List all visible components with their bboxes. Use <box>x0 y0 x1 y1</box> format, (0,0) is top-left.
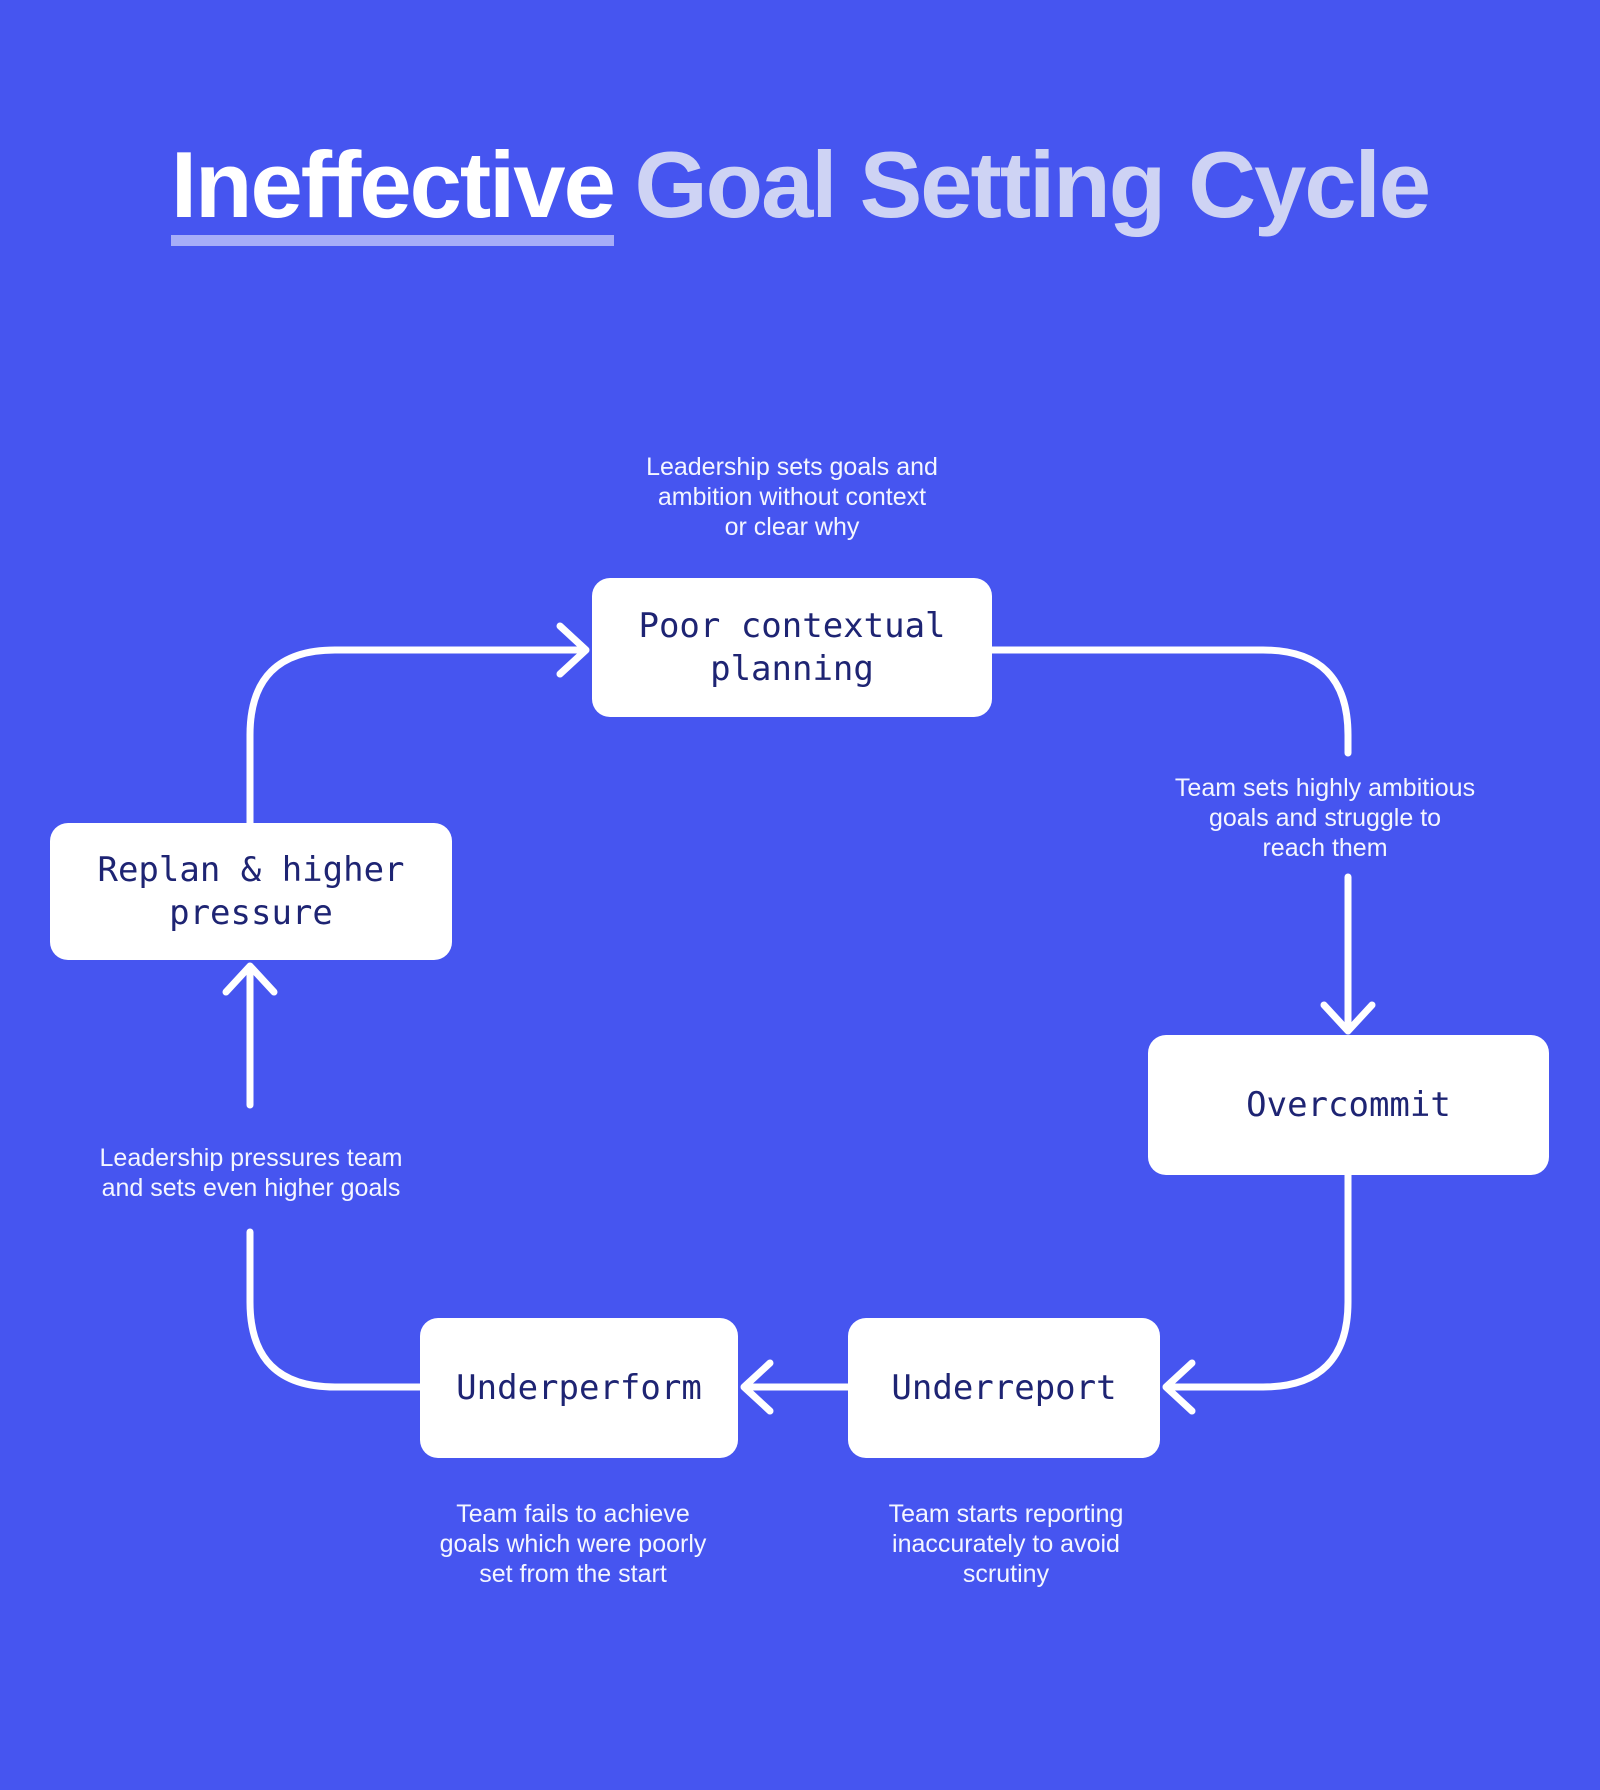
arrowhead-into-replan-icon <box>222 962 278 996</box>
connector-planning-to-overcommit-upper <box>988 646 1352 757</box>
annotation-line: scrutiny <box>962 1560 1050 1588</box>
annotation-line: or clear why <box>724 513 860 541</box>
connector-underperform-to-replan-lower <box>246 1228 424 1391</box>
arrowhead-into-overcommit-icon <box>1320 1001 1376 1035</box>
annotation-line: and sets even higher goals <box>101 1174 401 1202</box>
node-label: Overcommit <box>1246 1084 1451 1125</box>
title-highlighted-word: Ineffective <box>170 138 616 246</box>
arrowhead-into-planning-icon <box>556 622 590 678</box>
annotation-line: inaccurately to avoid <box>892 1530 1120 1558</box>
node-replan-higher-pressure: Replan & higher pressure <box>50 823 452 960</box>
annotation-line: goals which were poorly <box>439 1530 707 1558</box>
node-underreport: Underreport <box>848 1318 1160 1458</box>
annotation-replan: Leadership pressures team and sets even … <box>100 1143 403 1203</box>
annotation-line: Team starts reporting <box>888 1500 1124 1528</box>
annotation-line: Leadership pressures team <box>99 1144 403 1172</box>
title-rest: Goal Setting Cycle <box>634 132 1432 237</box>
node-label: Underreport <box>891 1367 1117 1408</box>
annotation-line: reach them <box>1262 834 1388 862</box>
annotation-line: Leadership sets goals and <box>646 453 938 481</box>
connector-overcommit-to-underreport <box>1166 1171 1352 1391</box>
annotation-line: Team fails to achieve <box>456 1500 690 1528</box>
arrowhead-into-underreport-icon <box>1162 1359 1196 1415</box>
annotation-line: ambition without context <box>657 483 927 511</box>
arrowhead-into-underperform-icon <box>740 1359 774 1415</box>
annotation-line: goals and struggle to <box>1208 804 1442 832</box>
annotation-underperform: Team fails to achieve goals which were p… <box>440 1499 707 1589</box>
annotation-planning: Leadership sets goals and ambition witho… <box>646 452 938 542</box>
node-poor-contextual-planning: Poor contextual planning <box>592 578 992 717</box>
node-label: Poor contextual planning <box>638 605 946 689</box>
annotation-line: Team sets highly ambitious <box>1174 774 1476 802</box>
annotation-underreport: Team starts reporting inaccurately to av… <box>889 1499 1124 1589</box>
node-label: Replan & higher pressure <box>97 849 405 933</box>
annotation-overcommit: Team sets highly ambitious goals and str… <box>1175 773 1475 863</box>
connector-replan-to-planning <box>246 646 586 827</box>
node-label: Underperform <box>456 1367 702 1408</box>
node-underperform: Underperform <box>420 1318 738 1458</box>
annotation-line: set from the start <box>479 1560 667 1588</box>
node-overcommit: Overcommit <box>1148 1035 1549 1175</box>
